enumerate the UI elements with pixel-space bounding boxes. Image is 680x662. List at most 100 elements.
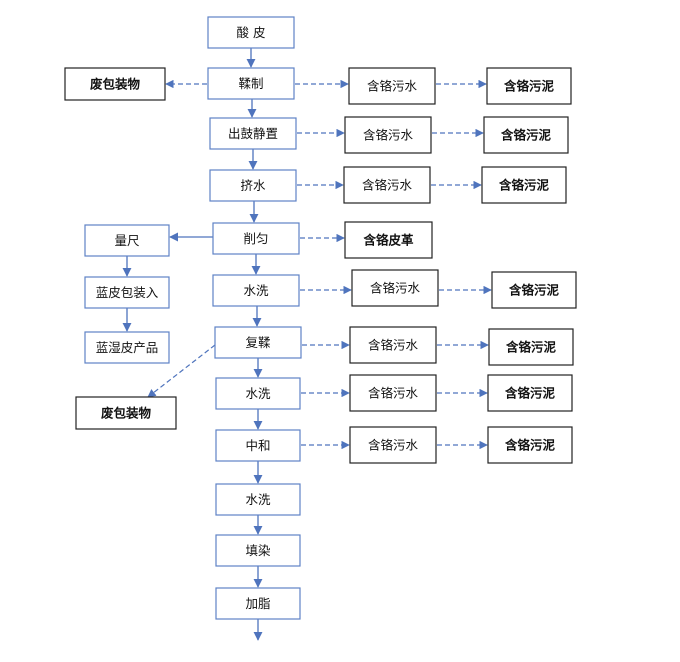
flow-node-s8: 含铬污泥 [487,374,573,412]
flow-node-m1: 酸 皮 [207,16,295,49]
flow-node-label: 含铬污水 [370,281,421,296]
flow-node-box [343,166,431,204]
flow-node-box [487,426,573,464]
flow-node-s2: 含铬污泥 [486,67,572,105]
flow-node-label: 鞣制 [238,76,263,91]
flow-node-box [214,326,302,359]
flow-node-p2: 废包装物 [75,396,177,430]
flow-node-m3: 出鼓静置 [209,117,297,150]
flow-node-s6: 含铬污泥 [491,271,577,309]
flow-node-box [215,429,301,462]
flow-node-w9: 含铬污水 [349,426,437,464]
flow-node-label: 含铬污泥 [503,79,555,94]
flow-node-label: 复鞣 [245,335,271,350]
flow-node-label: 中和 [245,438,270,453]
flow-node-m6: 水洗 [212,274,300,307]
flow-node-label: 含铬污泥 [500,128,552,143]
flow-node-w4: 含铬污水 [343,166,431,204]
flow-node-label: 含铬污泥 [504,386,556,401]
connections-layer [122,48,492,641]
flow-node-s9: 含铬污泥 [487,426,573,464]
flow-node-box [212,274,300,307]
flow-node-m11: 填染 [215,534,301,567]
flow-node-box [215,483,301,516]
flow-node-box [215,534,301,567]
flow-node-box [84,331,170,364]
flow-node-label: 含铬污水 [368,338,419,353]
flow-node-box [483,116,569,154]
flow-node-label: 含铬皮革 [362,233,414,248]
flow-node-box [349,374,437,412]
flow-node-box [488,328,574,366]
flow-node-m12: 加脂 [215,587,301,620]
flow-node-box [481,166,567,204]
flow-node-box [351,269,439,307]
flow-node-label: 出鼓静置 [228,126,278,141]
flow-node-label: 废包装物 [90,77,141,92]
flow-node-box [207,67,295,100]
flow-node-label: 量尺 [114,233,139,248]
flow-node-b1: 量尺 [84,224,170,257]
flow-node-label: 含铬污泥 [505,340,557,355]
flow-node-w8: 含铬污水 [349,374,437,412]
flow-node-box [64,67,166,101]
flow-node-label: 含铬污水 [363,128,414,143]
flow-node-box [212,222,300,255]
flow-node-box [487,374,573,412]
flow-node-box [349,426,437,464]
flow-node-m9: 中和 [215,429,301,462]
flow-node-w3: 含铬污水 [344,116,432,154]
flow-node-label: 蓝湿皮产品 [96,340,159,355]
flow-node-box [349,326,437,364]
flow-node-box [348,67,436,105]
flow-node-s7: 含铬污泥 [488,328,574,366]
flow-node-label: 水洗 [245,492,271,507]
flow-node-s3: 含铬污泥 [483,116,569,154]
flow-node-p1: 废包装物 [64,67,166,101]
flow-node-box [491,271,577,309]
flow-node-label: 酸 皮 [237,25,266,40]
nodes-layer: 酸 皮鞣制出鼓静置挤水削匀水洗复鞣水洗中和水洗填染加脂含铬污水含铬污水含铬污水含… [64,16,577,620]
flow-node-box [344,116,432,154]
flow-node-box [209,117,297,150]
flow-node-label: 加脂 [245,596,270,611]
flow-node-w2: 含铬污水 [348,67,436,105]
flow-node-box [75,396,177,430]
flow-node-label: 含铬污泥 [498,178,550,193]
flow-node-label: 削匀 [243,231,268,246]
flow-node-w6: 含铬污水 [351,269,439,307]
flow-node-m7: 复鞣 [214,326,302,359]
flow-node-box [486,67,572,105]
flow-node-label: 含铬污水 [367,79,418,94]
flow-node-m10: 水洗 [215,483,301,516]
flow-node-s4: 含铬污泥 [481,166,567,204]
flow-node-b3: 蓝湿皮产品 [84,331,170,364]
flow-node-label: 含铬污泥 [504,438,556,453]
flow-node-label: 废包装物 [101,406,152,421]
flow-node-label: 水洗 [243,283,269,298]
flow-node-label: 含铬污水 [362,178,413,193]
flow-node-box [344,221,433,259]
flow-node-b2: 蓝皮包装入 [84,276,170,309]
flow-node-label: 挤水 [240,178,266,193]
flow-node-label: 水洗 [245,386,271,401]
flow-node-m8: 水洗 [215,377,301,410]
flow-node-label: 含铬污水 [368,438,419,453]
flow-node-box [84,224,170,257]
flow-node-w7: 含铬污水 [349,326,437,364]
flow-node-box [207,16,295,49]
flow-node-label: 填染 [245,543,271,558]
flow-node-label: 含铬污水 [368,386,419,401]
flow-node-box [215,377,301,410]
flow-node-box [209,169,297,202]
flow-node-m4: 挤水 [209,169,297,202]
flow-node-box [84,276,170,309]
flow-node-m2: 鞣制 [207,67,295,100]
flow-node-box [215,587,301,620]
flow-node-m5: 削匀 [212,222,300,255]
flow-node-label: 含铬污泥 [508,283,560,298]
flow-node-cr: 含铬皮革 [344,221,433,259]
flow-node-label: 蓝皮包装入 [96,285,159,300]
flow-arrow-m7-to-p2 [147,344,216,398]
